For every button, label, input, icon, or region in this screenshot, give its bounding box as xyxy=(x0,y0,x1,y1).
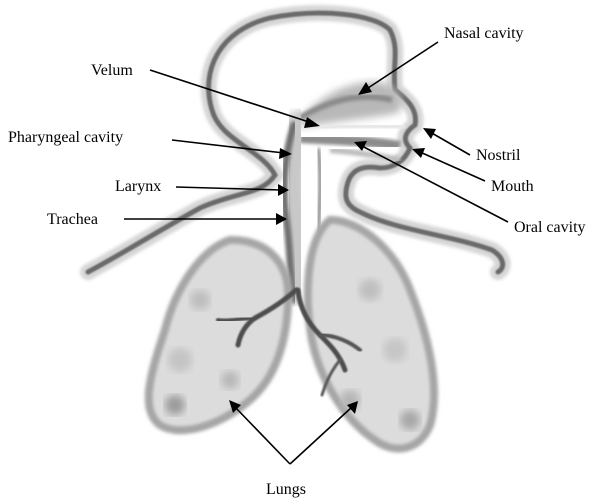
label-larynx: Larynx xyxy=(115,178,161,195)
arrow-lungs-right xyxy=(290,401,358,464)
nasal-oral-cavity xyxy=(300,82,405,160)
label-oral-cavity: Oral cavity xyxy=(514,219,586,236)
arrow-lungs-left xyxy=(229,400,290,464)
arrow-trachea xyxy=(124,213,287,225)
arrow-nostril xyxy=(423,128,470,155)
label-nostril: Nostril xyxy=(476,147,521,164)
label-velum: Velum xyxy=(91,62,133,79)
label-lungs: Lungs xyxy=(266,481,306,498)
label-mouth: Mouth xyxy=(491,178,534,195)
label-pharyngeal-cavity: Pharyngeal cavity xyxy=(8,129,123,146)
arrow-mouth xyxy=(412,148,485,181)
label-trachea: Trachea xyxy=(47,211,98,228)
label-nasal-cavity: Nasal cavity xyxy=(444,25,524,42)
